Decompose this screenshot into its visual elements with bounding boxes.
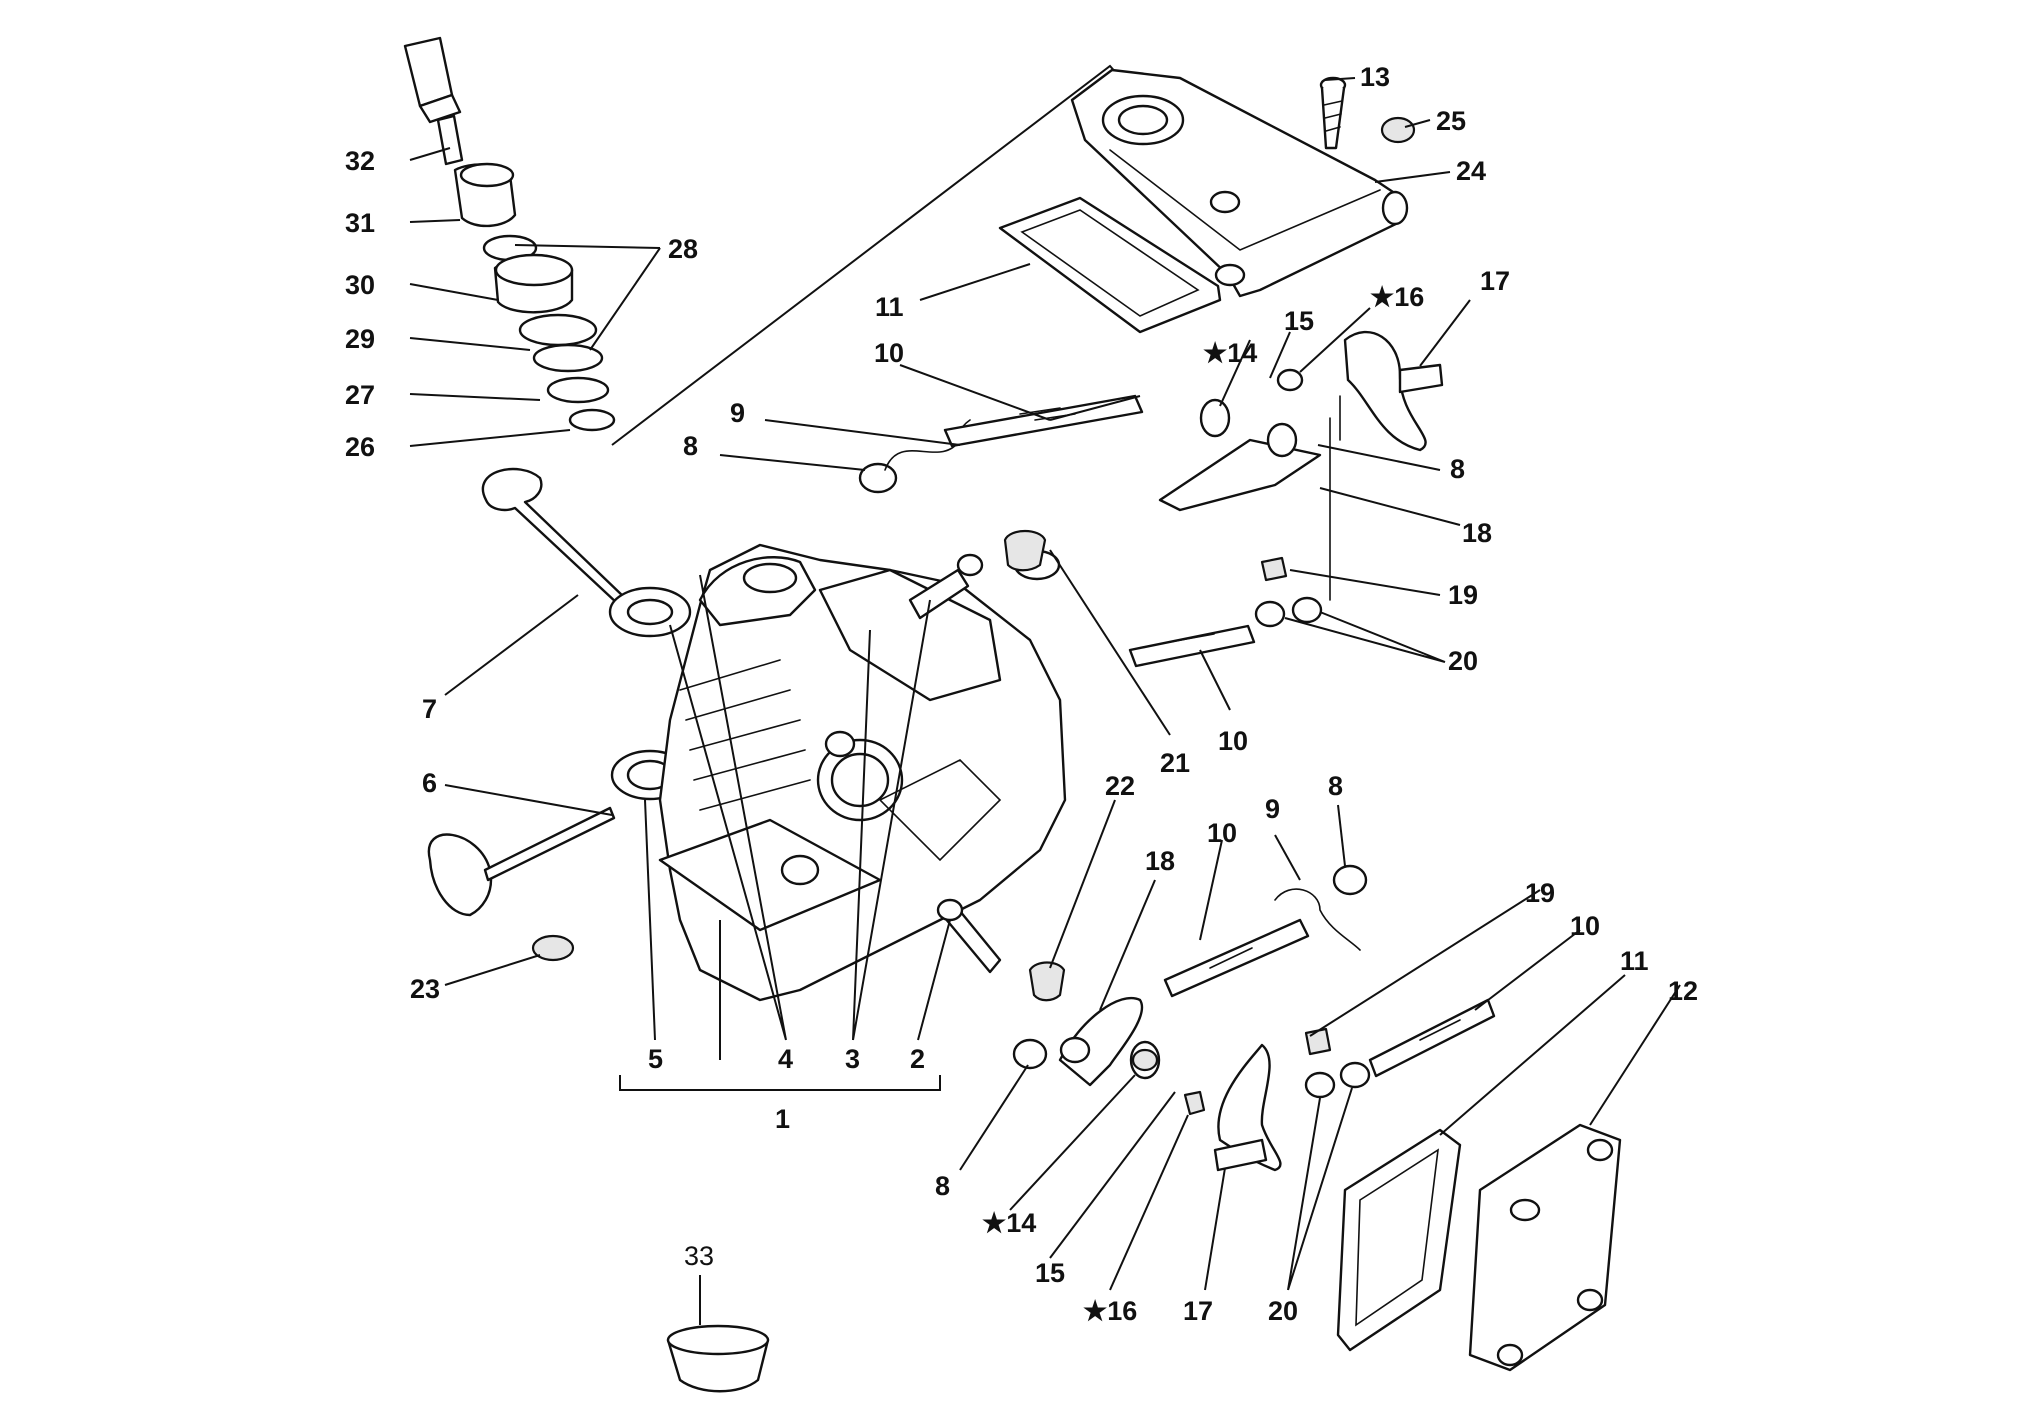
- callout-17-upper: 17: [1480, 266, 1510, 296]
- callout-2: 2: [910, 1044, 925, 1074]
- callout-10-lower-left: 10: [1207, 818, 1237, 848]
- callout-17-lower: 17: [1183, 1296, 1213, 1326]
- callout-19-upper: 19: [1448, 580, 1478, 610]
- callout-32: 32: [345, 146, 375, 176]
- callout-15-lower: 15: [1035, 1258, 1065, 1288]
- callout-8-lower-right: 8: [1328, 771, 1343, 801]
- valve-guides: [908, 553, 1002, 974]
- callout-20-lower: 20: [1268, 1296, 1298, 1326]
- callout-1: 1: [775, 1104, 790, 1134]
- callout-13: 13: [1360, 62, 1390, 92]
- upper-valve-cover: [1070, 68, 1409, 298]
- callout-33: 33: [684, 1241, 714, 1271]
- valve-and-seal-upper: [482, 467, 692, 638]
- callout-25: 25: [1436, 106, 1466, 136]
- callout-20-upper: 20: [1448, 646, 1478, 676]
- callout-14-upper: ★14: [1203, 338, 1257, 368]
- callout-10-middle: 10: [1218, 726, 1248, 756]
- callout-16-lower: ★16: [1083, 1296, 1137, 1326]
- callout-8-upper-right: 8: [1450, 454, 1465, 484]
- callout-8-lower-left: 8: [935, 1171, 950, 1201]
- callout-5: 5: [648, 1044, 663, 1074]
- callout-26: 26: [345, 432, 375, 462]
- callout-9-upper: 9: [730, 398, 745, 428]
- lower-gasket: [1336, 1128, 1462, 1352]
- callout-15-upper: 15: [1284, 306, 1314, 336]
- callout-12: 12: [1668, 976, 1698, 1006]
- cap-plug: [1380, 116, 1416, 144]
- callout-7: 7: [422, 694, 437, 724]
- cover-bolt: [1319, 76, 1347, 150]
- callout-labels: 32 31 30 29 27 26 28 13 25 24 11 10 9 8 …: [345, 62, 1698, 1326]
- callout-21: 21: [1160, 748, 1190, 778]
- lower-rocker-assembly: [1012, 864, 1496, 1172]
- callout-22: 22: [1105, 771, 1135, 801]
- cylinder-head: [658, 543, 1067, 1002]
- upper-gasket: [998, 196, 1222, 334]
- lower-valve-cover: [1468, 1123, 1622, 1372]
- callout-10-upper: 10: [874, 338, 904, 368]
- callout-23: 23: [410, 974, 440, 1004]
- valve-cap: [531, 934, 575, 962]
- callout-30: 30: [345, 270, 375, 300]
- callout-18-upper: 18: [1462, 518, 1492, 548]
- stem-seal-lower: [1028, 961, 1066, 1002]
- callout-11-lower: 11: [1620, 946, 1649, 976]
- stem-seal-upper: [1003, 529, 1047, 572]
- callout-4: 4: [778, 1044, 793, 1074]
- callout-16-upper: ★16: [1370, 282, 1424, 312]
- callout-28: 28: [668, 234, 698, 264]
- callout-31: 31: [345, 208, 375, 238]
- callout-27: 27: [345, 380, 375, 410]
- temperature-sensor-stack: [403, 36, 616, 432]
- callout-6: 6: [422, 768, 437, 798]
- callout-19-lower: 19: [1525, 878, 1555, 908]
- callout-3: 3: [845, 1044, 860, 1074]
- cup-plug: [666, 1324, 770, 1393]
- callout-18-lower: 18: [1145, 846, 1175, 876]
- callout-29: 29: [345, 324, 375, 354]
- callout-10-lower-right: 10: [1570, 911, 1600, 941]
- callout-24: 24: [1456, 156, 1486, 186]
- callout-11-upper: 11: [875, 292, 904, 322]
- callout-9-lower: 9: [1265, 794, 1280, 824]
- callout-14-lower: ★14: [982, 1208, 1036, 1238]
- callout-8-upper-left: 8: [683, 431, 698, 461]
- leader-lines: [409, 77, 1681, 1325]
